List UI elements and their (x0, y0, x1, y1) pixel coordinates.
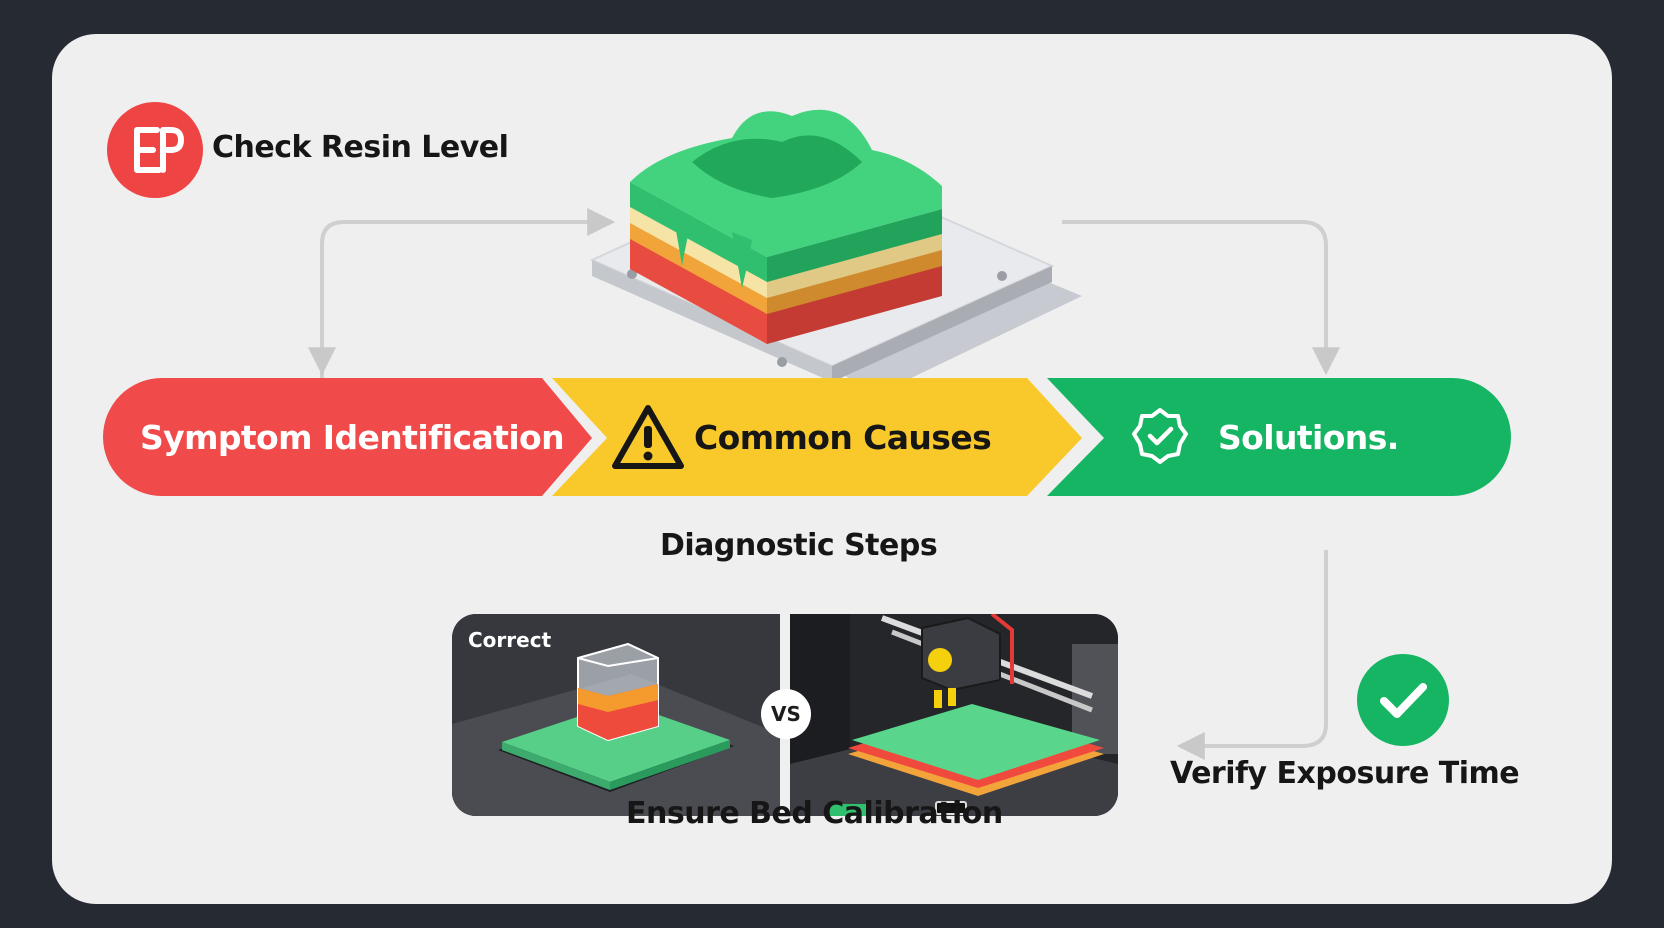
bed-calibration-label: Ensure Bed Calibration (626, 796, 1003, 831)
badge-check-icon (1132, 408, 1188, 464)
flow-connectors (308, 208, 1340, 760)
causes-label: Common Causes (694, 418, 992, 457)
arrow-to-comparison (1176, 550, 1328, 760)
logo-icon (107, 102, 203, 198)
comparison-panel: Correct VS (452, 614, 1118, 816)
pill-solutions (1047, 378, 1511, 496)
flow-pills (103, 378, 1511, 496)
symptom-label: Symptom Identification (140, 418, 565, 457)
diagnostic-steps-label: Diagnostic Steps (660, 528, 938, 563)
infographic-card: Check Resin Level Symptom Identification (52, 34, 1612, 904)
solutions-label: Solutions. (1218, 418, 1399, 457)
page-title: Check Resin Level (212, 130, 509, 165)
pill-symptom (103, 378, 592, 496)
pill-causes (552, 378, 1082, 496)
arrow-to-solutions (1062, 220, 1340, 376)
warning-icon (612, 405, 684, 469)
printed-model-illustration (589, 109, 1082, 392)
verify-exposure-label: Verify Exposure Time (1170, 756, 1520, 791)
arrow-to-model (320, 208, 616, 380)
vs-badge: VS (761, 689, 811, 739)
correct-label: Correct (468, 628, 552, 652)
checkmark-icon (1357, 654, 1449, 746)
